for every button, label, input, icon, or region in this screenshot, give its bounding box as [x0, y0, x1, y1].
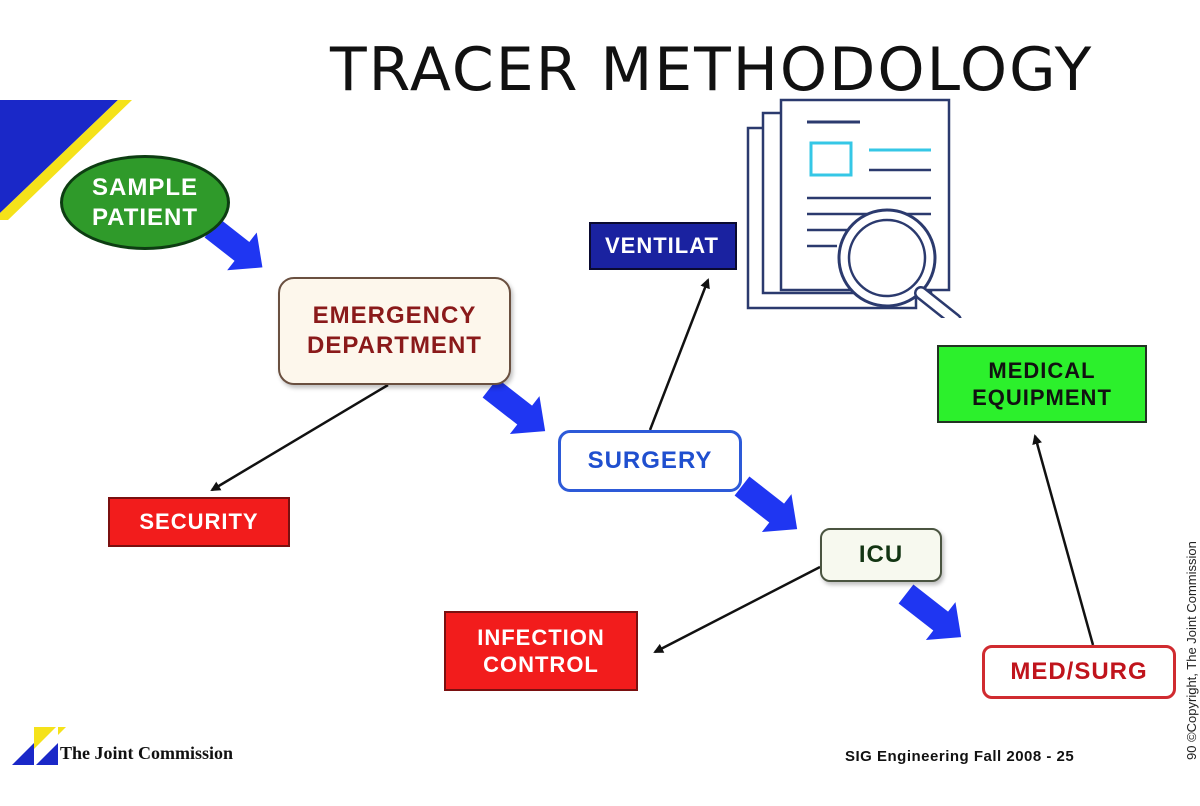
joint-commission-logo-text: The Joint Commission [60, 743, 234, 763]
slide-title: TRACER METHODOLOGY [330, 35, 1094, 105]
copyright-notice: 90 ©Copyright, The Joint Commission [1184, 541, 1199, 760]
flow-arrow-surgery-to-icu [734, 476, 798, 533]
node-icu: ICU [820, 528, 942, 582]
flow-arrow-icu-to-medsurg [898, 584, 962, 641]
arrow-icu-to-infection-control [653, 565, 821, 654]
arrow-ed-to-security [210, 383, 389, 492]
node-emergency-department: EMERGENCY DEPARTMENT [278, 277, 511, 385]
flow-arrow-ed-to-surgery [482, 378, 546, 435]
node-surgery: SURGERY [558, 430, 742, 492]
node-medical-equipment: MEDICAL EQUIPMENT [937, 345, 1147, 423]
corner-yellow-stripe [0, 100, 132, 220]
node-sample-patient: SAMPLE PATIENT [60, 155, 230, 250]
arrow-medsurg-to-equipment [1032, 434, 1095, 646]
node-security: SECURITY [108, 497, 290, 547]
flow-arrow-patient-to-ed [204, 218, 263, 271]
corner-decoration [0, 100, 132, 220]
node-ventilator: VENTILAT [589, 222, 737, 270]
slide-reference: SIG Engineering Fall 2008 - 25 [845, 748, 1075, 765]
arrow-surgery-to-ventilator [648, 278, 710, 431]
node-med-surg: MED/SURG [982, 645, 1176, 699]
joint-commission-logo-icon [12, 727, 66, 765]
document-magnifier-icon [746, 98, 962, 318]
node-infection-control: INFECTION CONTROL [444, 611, 638, 691]
